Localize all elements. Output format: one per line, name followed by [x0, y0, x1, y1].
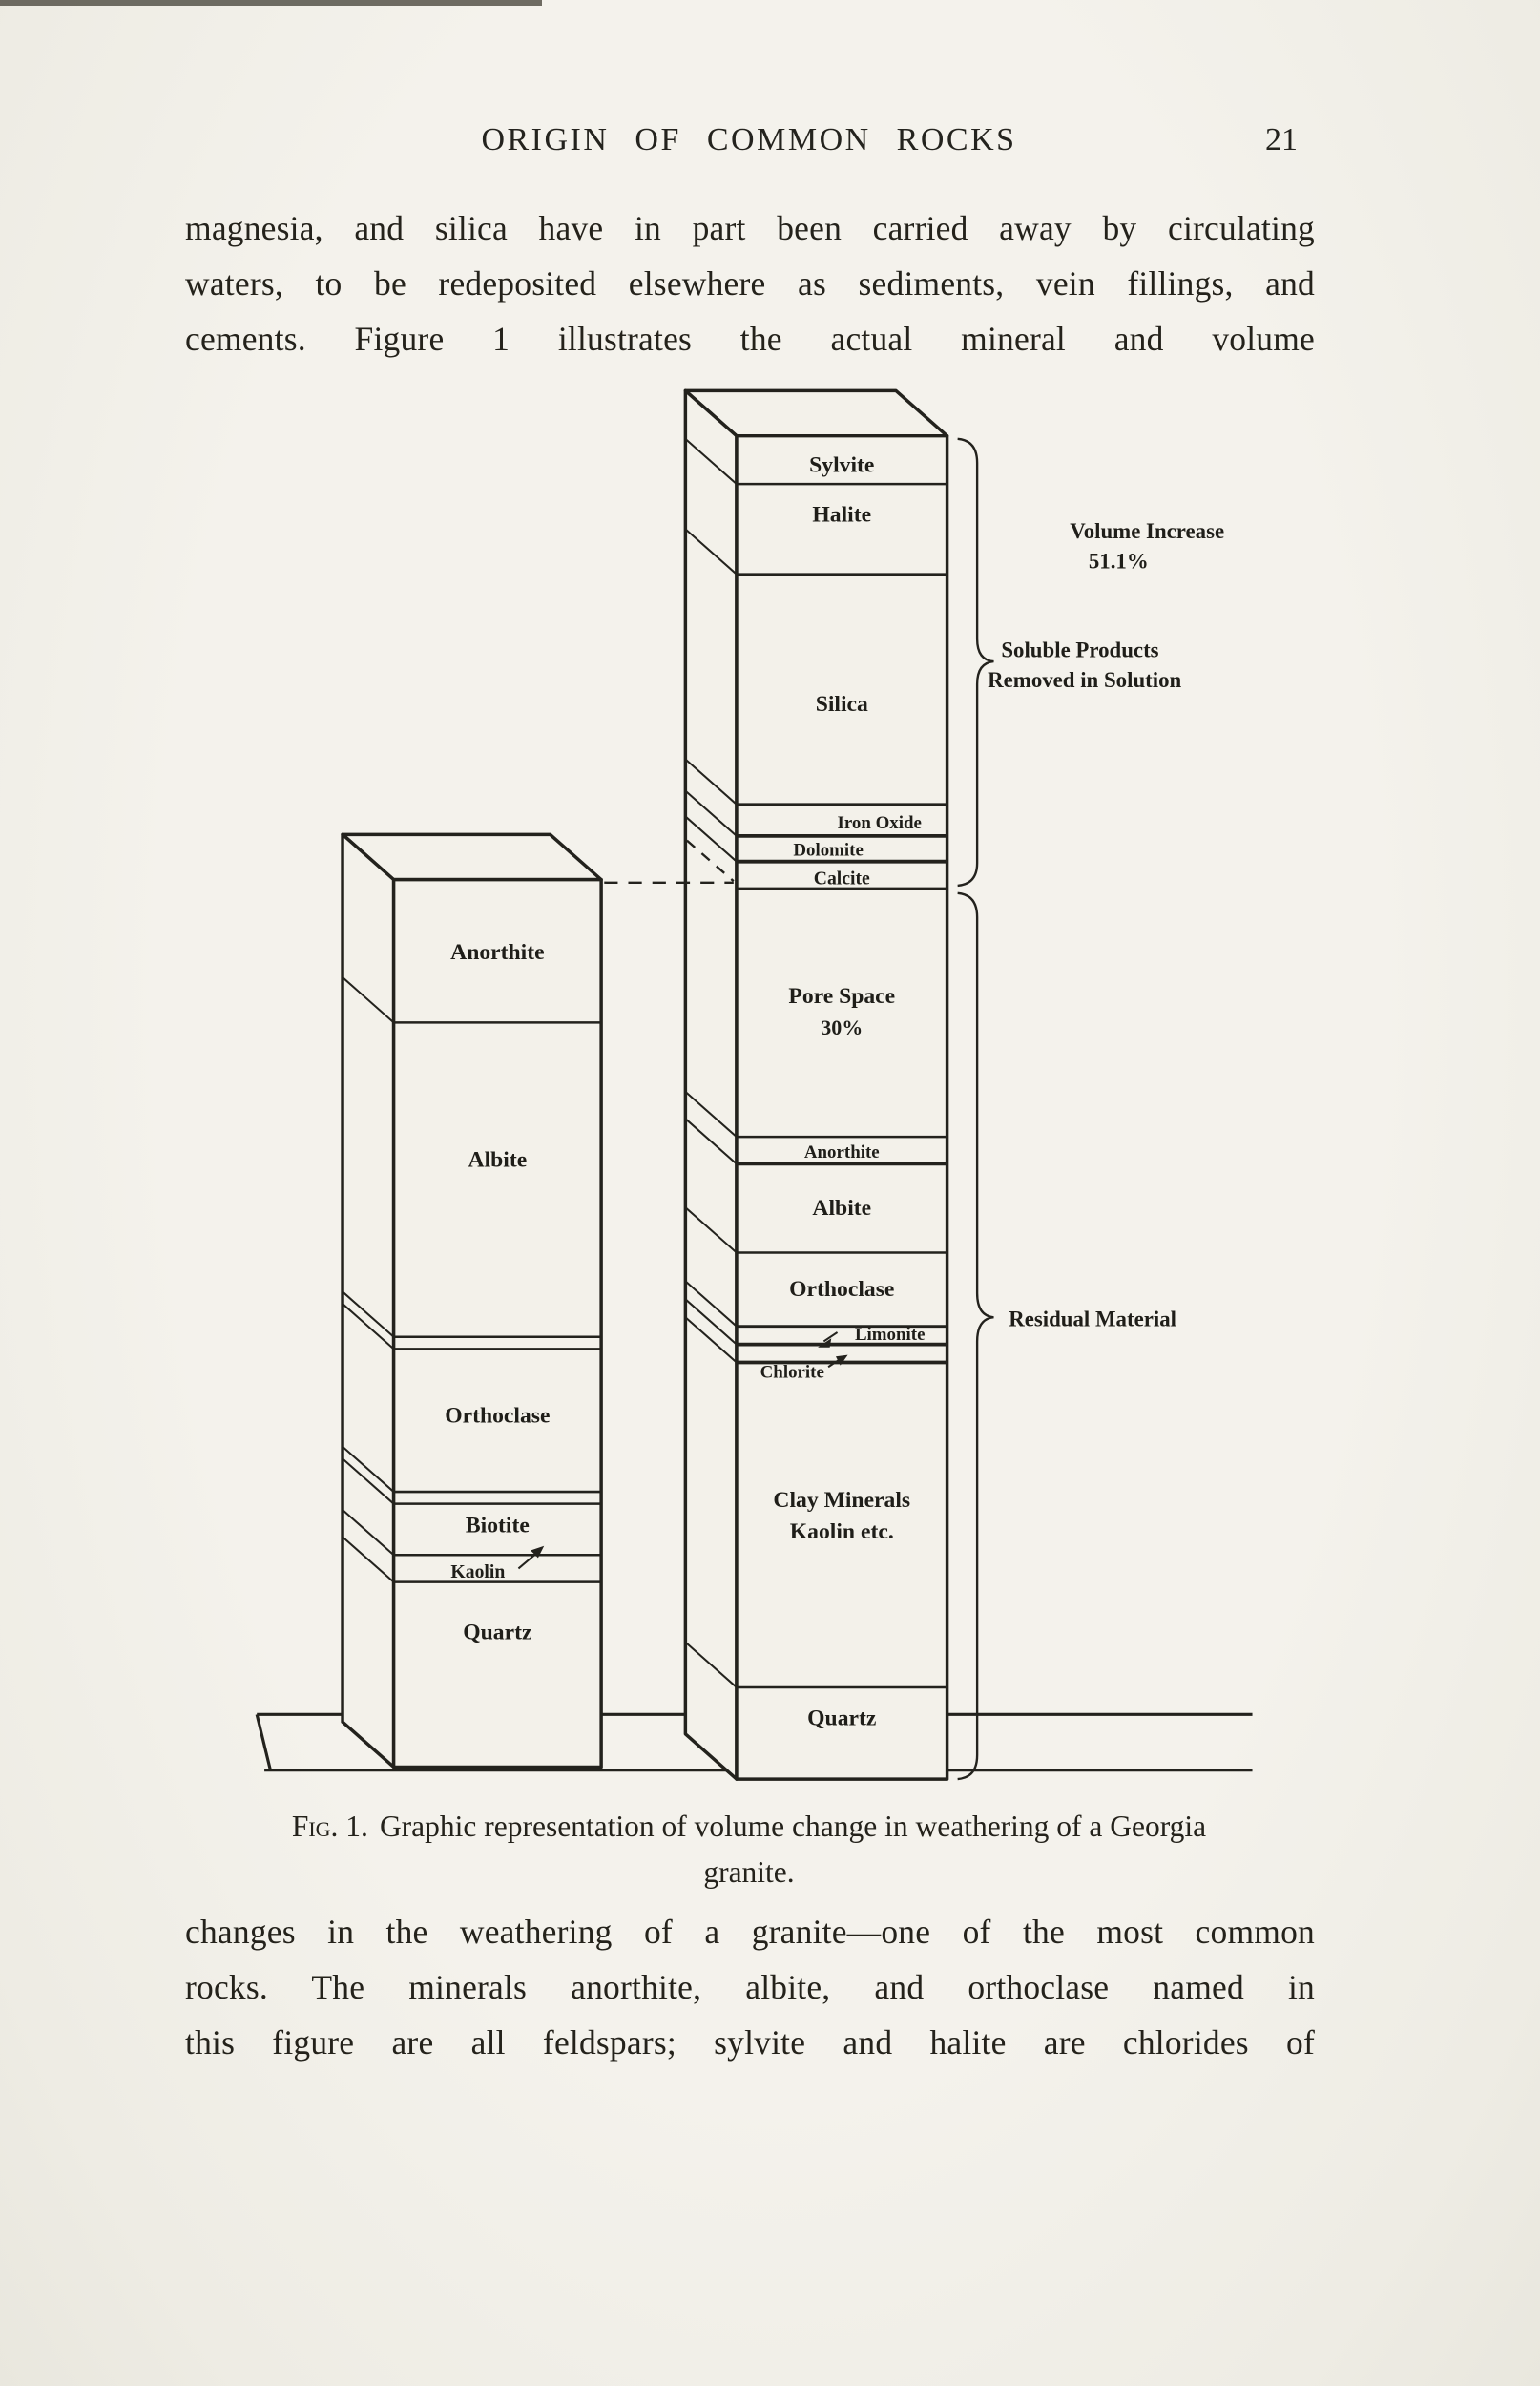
soluble-products-label-line1: Soluble Products: [1001, 638, 1158, 661]
weathered-column-labels: Sylvite Halite Silica Iron Oxide Dolomit…: [760, 453, 926, 1731]
soluble-products-label-line2: Removed in Solution: [988, 668, 1181, 692]
figure-caption: Fig. 1. Graphic representation of volume …: [162, 1804, 1336, 1895]
annotation-labels: Volume Increase 51.1% Soluble Products R…: [988, 519, 1224, 1331]
page-header: ORIGIN OF COMMON ROCKS 21: [185, 122, 1313, 158]
label-limonite: Limonite: [855, 1325, 926, 1345]
fresh-column-side-face: [341, 832, 396, 1769]
caption-fig-label: Fig. 1.: [291, 1810, 368, 1843]
paragraph-bottom: changes in the weathering of a granite—o…: [185, 1904, 1315, 2070]
weathered-column-front-face: [735, 433, 949, 1781]
label-orthoclase-weathered: Orthoclase: [789, 1277, 894, 1302]
figure-caption-line-1: Fig. 1. Graphic representation of volume …: [162, 1804, 1336, 1850]
page-number: 21: [1265, 122, 1298, 157]
kaolin-arrow: [517, 1545, 545, 1570]
paragraph-bottom-line-1: changes in the weathering of a granite—o…: [185, 1913, 1315, 1951]
weathered-column: Sylvite Halite Silica Iron Oxide Dolomit…: [683, 388, 949, 1781]
label-orthoclase-fresh: Orthoclase: [445, 1404, 550, 1429]
paragraph-top: magnesia, and silica have in part been c…: [185, 200, 1315, 366]
label-anorthite-fresh: Anorthite: [450, 940, 544, 965]
caption-text: Graphic representation of volume change …: [379, 1810, 1207, 1843]
annotation-braces: [957, 437, 994, 1781]
volume-increase-label-line2: 51.1%: [1089, 549, 1149, 573]
label-clay-2: Kaolin etc.: [790, 1519, 894, 1544]
label-sylvite: Sylvite: [809, 453, 874, 478]
fresh-column-front-face: [391, 877, 603, 1769]
label-biotite: Biotite: [466, 1514, 530, 1538]
label-iron-oxide: Iron Oxide: [837, 813, 921, 833]
label-albite-weathered: Albite: [812, 1196, 871, 1221]
weathered-column-division-lines: [684, 438, 947, 1689]
residual-material-label: Residual Material: [1009, 1308, 1176, 1331]
label-pore-space-2: 30%: [821, 1015, 863, 1039]
label-dolomite: Dolomite: [793, 840, 864, 860]
figure-1-diagram: Anorthite Albite Orthoclase Biotite Kaol…: [255, 388, 1253, 1781]
paragraph-top-line-3: cements. Figure 1 illustrates the actual…: [185, 320, 1315, 358]
fresh-column-labels: Anorthite Albite Orthoclase Biotite Kaol…: [445, 940, 550, 1644]
fresh-granite-column: Anorthite Albite Orthoclase Biotite Kaol…: [341, 832, 603, 1769]
paragraph-top-line-1: magnesia, and silica have in part been c…: [185, 209, 1315, 247]
label-chlorite: Chlorite: [760, 1362, 824, 1382]
label-silica: Silica: [816, 692, 868, 717]
weathered-column-side-face: [683, 388, 739, 1781]
paragraph-bottom-line-3: this figure are all feldspars; sylvite a…: [185, 2023, 1315, 2062]
paragraph-top-line-2: waters, to be redeposited elsewhere as s…: [185, 264, 1315, 303]
label-calcite: Calcite: [814, 868, 870, 889]
label-pore-space-1: Pore Space: [788, 984, 895, 1009]
label-quartz-weathered: Quartz: [807, 1706, 876, 1730]
scan-artifact-top: [0, 0, 542, 6]
fresh-column-division-lines: [342, 976, 602, 1583]
label-clay-1: Clay Minerals: [773, 1488, 910, 1513]
original-volume-dashed-line: [604, 839, 735, 884]
chlorite-arrow: [827, 1354, 848, 1369]
label-albite-fresh: Albite: [468, 1148, 528, 1173]
label-halite: Halite: [812, 503, 871, 528]
label-anorthite-weathered: Anorthite: [804, 1142, 880, 1162]
residual-material-brace: [957, 891, 994, 1781]
paragraph-bottom-line-2: rocks. The minerals anorthite, albite, a…: [185, 1968, 1315, 2006]
label-kaolin-fresh: Kaolin: [450, 1561, 505, 1582]
soluble-products-brace: [957, 437, 994, 888]
page-header-title: ORIGIN OF COMMON ROCKS: [481, 122, 1017, 157]
label-quartz-fresh: Quartz: [463, 1621, 531, 1645]
figure-caption-line-2: granite.: [703, 1855, 795, 1889]
volume-increase-label-line1: Volume Increase: [1070, 519, 1224, 543]
